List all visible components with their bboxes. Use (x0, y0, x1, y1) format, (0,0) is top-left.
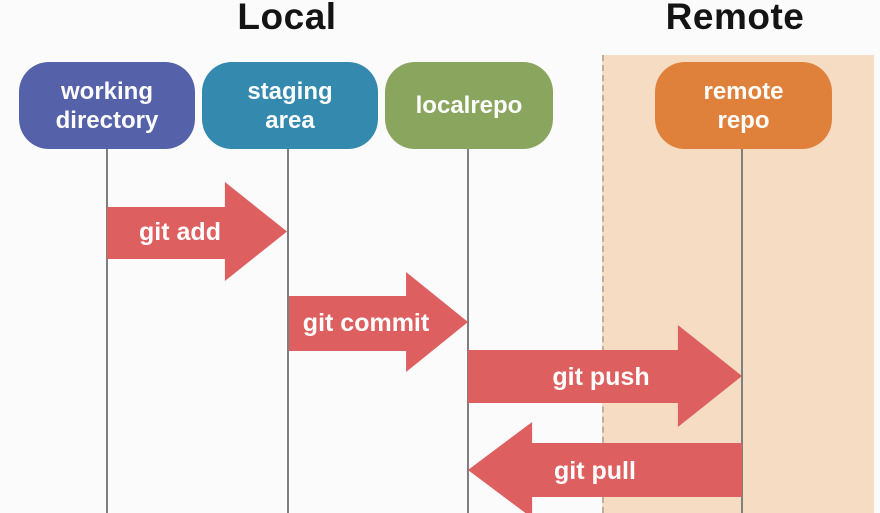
lane-line-staging-area (287, 148, 289, 513)
section-title-local: Local (237, 0, 337, 37)
arrow-git-add: git add (107, 182, 287, 281)
node-working-directory: working directory (19, 62, 195, 149)
lane-line-working-directory (106, 148, 108, 513)
arrow-git-push-label: git push (552, 362, 650, 391)
arrow-git-commit-label: git commit (302, 308, 430, 337)
section-title-remote: Remote (665, 0, 805, 37)
lane-line-remote-repo (741, 148, 743, 513)
node-staging-area: staging area (202, 62, 378, 149)
node-localrepo: localrepo (385, 62, 553, 149)
arrow-git-pull-label: git pull (554, 456, 636, 485)
lane-line-localrepo (467, 148, 469, 513)
arrow-git-add-label: git add (139, 218, 221, 246)
arrow-git-commit: git commit (289, 272, 468, 372)
node-remote-repo: remote repo (655, 62, 832, 149)
